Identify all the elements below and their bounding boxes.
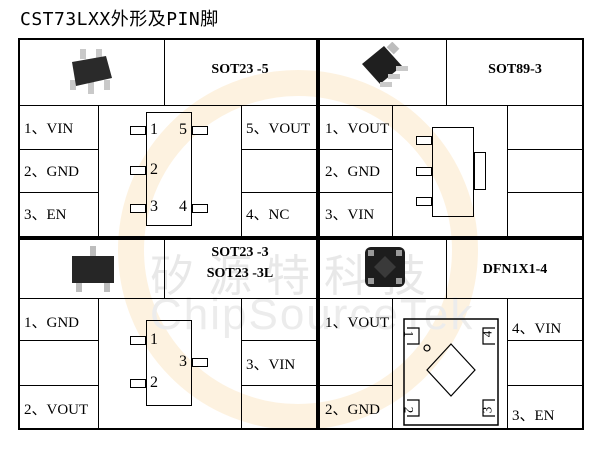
bl-hline-5 <box>241 385 316 386</box>
sot89-3-ic-pin-1 <box>416 136 432 145</box>
page-title: CST73LXX外形及PIN脚 <box>20 9 219 30</box>
br-hline-2 <box>320 385 392 386</box>
sot23-5-ic-pin-1 <box>130 126 146 135</box>
tr-hline-5 <box>507 192 584 193</box>
sot23-5-ic-pin-4 <box>192 204 208 213</box>
dfn-num-4: 4 <box>479 330 495 338</box>
divider-horizontal-main <box>18 236 584 240</box>
tr-vline-2 <box>392 105 393 236</box>
sot23-5-pin-3: 3、EN <box>24 207 67 223</box>
sot23-5-pin-4: 4、NC <box>246 207 290 223</box>
sot23-3-ic-body <box>146 320 192 406</box>
tl-vline-1 <box>164 38 165 105</box>
sot23-5-num-1: 1 <box>150 121 158 138</box>
br-vline-3 <box>507 298 508 430</box>
tl-hline-4 <box>241 149 316 150</box>
sot23-5-num-3: 3 <box>150 198 158 215</box>
dfn-ic-diagram <box>403 318 499 426</box>
sot23-5-num-4: 4 <box>179 198 187 215</box>
tr-hline-4 <box>507 149 584 150</box>
bl-vline-1 <box>164 240 165 298</box>
dfn-num-3: 3 <box>479 406 495 414</box>
sot23-3-ic-pin-3 <box>192 358 208 367</box>
dfn-label: DFN1X1-4 <box>482 262 548 277</box>
sot23-3-pin-3: 3、VIN <box>246 357 296 373</box>
sot89-3-package-photo <box>362 42 408 87</box>
br-hline-4 <box>507 385 584 386</box>
sot23-5-pin-2: 2、GND <box>24 164 79 180</box>
dfn-num-2: 2 <box>401 406 417 414</box>
sot23-5-ic-pin-2 <box>130 166 146 175</box>
dfn-pin-4: 4、VIN <box>512 321 562 337</box>
tl-hline-5 <box>241 192 316 193</box>
sot23-5-pin-5: 5、VOUT <box>246 121 311 137</box>
sot23-3-package-photo <box>72 246 114 292</box>
sot23-3-num-1: 1 <box>150 331 158 348</box>
bl-hline-2 <box>18 340 98 341</box>
br-hline-1 <box>320 298 584 299</box>
sot23-3l-label: SOT23 -3L <box>206 266 274 281</box>
sot23-3-ic-pin-2 <box>130 379 146 388</box>
sot89-3-label: SOT89-3 <box>488 62 542 77</box>
sot23-3-pin-1: 1、GND <box>24 315 79 331</box>
sot23-5-pin-1: 1、VIN <box>24 121 74 137</box>
tl-vline-3 <box>241 105 242 236</box>
sot89-3-pin-1: 1、VOUT <box>325 121 390 137</box>
dfn-pin-1: 1、VOUT <box>325 315 390 331</box>
sot23-5-num-2: 2 <box>150 161 158 178</box>
sot23-3-pin-2: 2、VOUT <box>24 402 89 418</box>
sot23-3-label: SOT23 -3 <box>211 245 269 260</box>
br-hline-3 <box>507 340 584 341</box>
sot23-5-label: SOT23 -5 <box>211 62 269 77</box>
sot89-3-ic-tab <box>474 152 486 190</box>
sot23-5-num-5: 5 <box>179 121 187 138</box>
sot23-3-num-2: 2 <box>150 374 158 391</box>
tr-hline-3 <box>320 192 392 193</box>
br-vline-2 <box>392 298 393 430</box>
bl-hline-3 <box>18 385 98 386</box>
tr-vline-3 <box>507 105 508 236</box>
tl-vline-2 <box>98 105 99 236</box>
sot23-3-num-3: 3 <box>179 353 187 370</box>
dfn-pin-3: 3、EN <box>512 408 555 424</box>
sot89-3-ic-pin-3 <box>416 197 432 206</box>
sot23-3-ic-pin-1 <box>130 336 146 345</box>
bl-vline-2 <box>98 298 99 430</box>
sot23-5-package-photo <box>70 49 112 94</box>
pinout-table <box>18 38 584 430</box>
tr-hline-2 <box>320 149 392 150</box>
sot89-3-pin-2: 2、GND <box>325 164 380 180</box>
tr-hline-1 <box>320 105 584 106</box>
sot23-5-ic-body <box>146 112 192 226</box>
dfn-package-photo <box>365 247 405 287</box>
sot89-3-pin-3: 3、VIN <box>325 207 375 223</box>
sot89-3-ic-body <box>432 127 474 217</box>
br-vline-1 <box>446 240 447 298</box>
bl-hline-1 <box>18 298 316 299</box>
tl-hline-1 <box>18 105 316 106</box>
bl-vline-3 <box>241 298 242 430</box>
bl-hline-4 <box>241 340 316 341</box>
tl-hline-3 <box>18 192 98 193</box>
sot23-5-ic-pin-5 <box>192 126 208 135</box>
sot89-3-ic-pin-2 <box>416 167 432 176</box>
tl-hline-2 <box>18 149 98 150</box>
tr-vline-1 <box>446 38 447 105</box>
dfn-num-1: 1 <box>401 330 417 338</box>
divider-vertical-main <box>316 38 320 430</box>
sot23-5-ic-pin-3 <box>130 204 146 213</box>
dfn-pin-2: 2、GND <box>325 402 380 418</box>
